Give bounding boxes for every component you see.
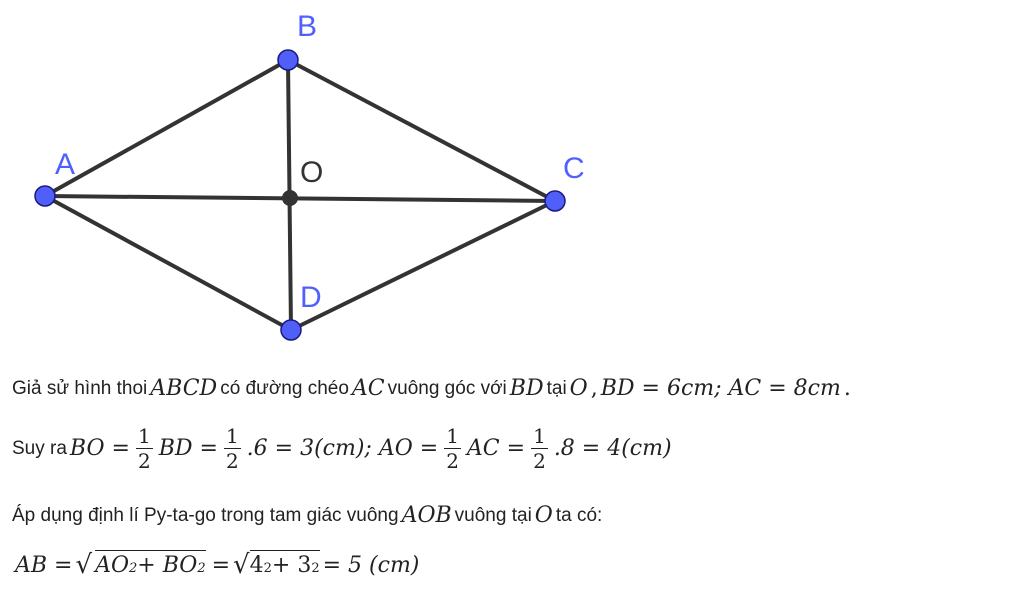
math: . [843,376,851,401]
point-c [544,190,566,212]
text: Suy ra [12,437,67,459]
point-b [277,49,299,71]
text-line-1: Giả sử hình thoi ABCD có đường chéo AC v… [12,376,851,401]
text: có đường chéo [220,377,349,399]
text: vuông góc với [387,377,507,399]
text: Áp dụng định lí Py-ta-go trong tam giác … [12,504,399,526]
edge-da [44,194,292,332]
label-b: B [297,10,317,43]
math: BD = [158,436,218,461]
math: + 3 [271,553,312,578]
edge-bc [287,58,556,203]
math: = 5 (cm) [322,552,420,578]
math: + BO [137,553,198,578]
math: AOB [401,503,452,528]
math: , [590,376,598,401]
rhombus-diagram: B A C D O [34,10,585,341]
math: AO [95,553,129,578]
label-d: D [300,281,322,314]
text: Giả sử hình thoi [12,377,148,399]
point-o [282,190,298,206]
edge-ab [44,58,289,198]
exponent: 2 [263,561,272,576]
text: vuông tại [454,504,532,526]
math: = [211,552,231,578]
edge-cd [290,199,556,332]
math: O [534,503,553,528]
exponent: 2 [197,561,206,576]
numerator: 1 [135,424,153,449]
text-line-3: Áp dụng định lí Py-ta-go trong tam giác … [12,503,602,528]
math: AC [351,376,385,401]
label-c: C [563,152,585,185]
math: ABCD [150,376,218,401]
point-d [280,319,302,341]
denominator: 2 [137,449,151,473]
exponent: 2 [311,561,320,576]
denominator: 2 [533,449,546,473]
math: BD = 6cm; AC = 8cm [600,376,841,401]
numerator: 1 [444,424,461,449]
math: AB = [15,552,73,578]
math: .8 = 4(cm) [553,436,672,461]
diagonal-ac [44,194,556,203]
exponent: 2 [129,561,138,576]
math: .6 = 3(cm); AO = [246,436,439,461]
numerator: 1 [223,424,241,449]
denominator: 2 [225,449,239,473]
label-o: O [300,156,323,189]
point-a [34,185,56,207]
math: BO = [69,436,130,461]
math: O [569,376,588,401]
label-a: A [55,148,75,181]
math: BD [509,376,544,401]
denominator: 2 [446,449,459,473]
math: AC = [466,436,526,461]
text: tại [546,377,567,399]
math: 4 [249,553,264,578]
text: ta có: [555,504,603,526]
numerator: 1 [531,424,548,449]
